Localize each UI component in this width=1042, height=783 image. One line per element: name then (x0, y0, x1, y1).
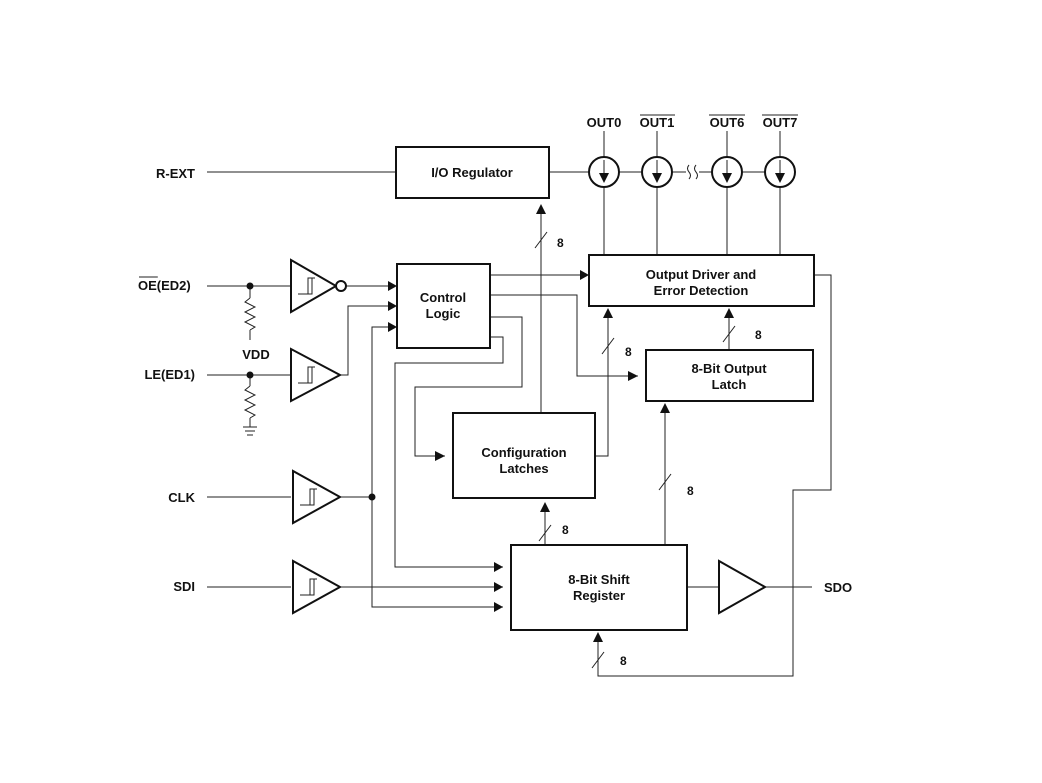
oe-bar-text: OE (138, 278, 157, 293)
oe-input-buffer (290, 258, 347, 314)
shift-register-label-1: 8-Bit Shift (568, 572, 630, 587)
sdo-output-buffer (718, 559, 768, 615)
config-latches-block (452, 412, 596, 499)
out7-label: OUT7 (763, 115, 798, 130)
output-latch-label-2: Latch (712, 377, 747, 392)
arrowheads (388, 204, 734, 642)
sdi-label: SDI (173, 579, 195, 594)
le-label: LE(ED1) (144, 367, 195, 382)
bus-width-feedback: 8 (620, 654, 627, 668)
bus-slashes (534, 231, 736, 669)
output-latch-block (645, 349, 814, 402)
clk-label: CLK (168, 490, 195, 505)
sdo-label: SDO (824, 580, 852, 595)
control-logic-block (396, 263, 491, 349)
bus-width-io-reg: 8 (557, 236, 564, 250)
wires (207, 131, 832, 677)
shift-register-block (510, 544, 688, 631)
line-break-icon (687, 164, 698, 180)
bus-width-config-in: 8 (562, 523, 569, 537)
out6-current-sink-icon (711, 156, 743, 188)
io-regulator-block (395, 146, 550, 199)
output-driver-block (588, 254, 815, 307)
out7-current-sink-icon (764, 156, 796, 188)
oe-suffix-text: (ED2) (157, 278, 191, 293)
le-junction-dot (246, 371, 254, 379)
output-latch-label-1: 8-Bit Output (691, 361, 767, 376)
out1-current-sink-icon (641, 156, 673, 188)
bus-width-driver-in: 8 (625, 345, 632, 359)
out0-current-sink-icon (588, 156, 620, 188)
bus-width-latch-in: 8 (687, 484, 694, 498)
rext-label: R-EXT (156, 166, 195, 181)
sdi-input-buffer (292, 559, 343, 615)
shift-register-label-2: Register (573, 588, 625, 603)
output-driver-label-1: Output Driver and (646, 267, 757, 282)
bus-width-latch-up: 8 (755, 328, 762, 342)
clk-junction-dot (368, 493, 376, 501)
le-input-buffer (290, 347, 343, 403)
config-latches-label-2: Latches (499, 461, 548, 476)
oe-label: OE(ED2) (138, 278, 191, 293)
out6-label: OUT6 (710, 115, 745, 130)
vdd-label: VDD (242, 347, 269, 362)
control-logic-label-1: Control (420, 290, 466, 305)
clk-input-buffer (292, 469, 343, 525)
control-logic-label-2: Logic (426, 306, 461, 321)
out0-label: OUT0 (587, 115, 622, 130)
io-regulator-label: I/O Regulator (431, 165, 513, 180)
oe-junction-dot (246, 282, 254, 290)
out1-label: OUT1 (640, 115, 675, 130)
output-driver-label-2: Error Detection (654, 283, 749, 298)
config-latches-label-1: Configuration (481, 445, 566, 460)
